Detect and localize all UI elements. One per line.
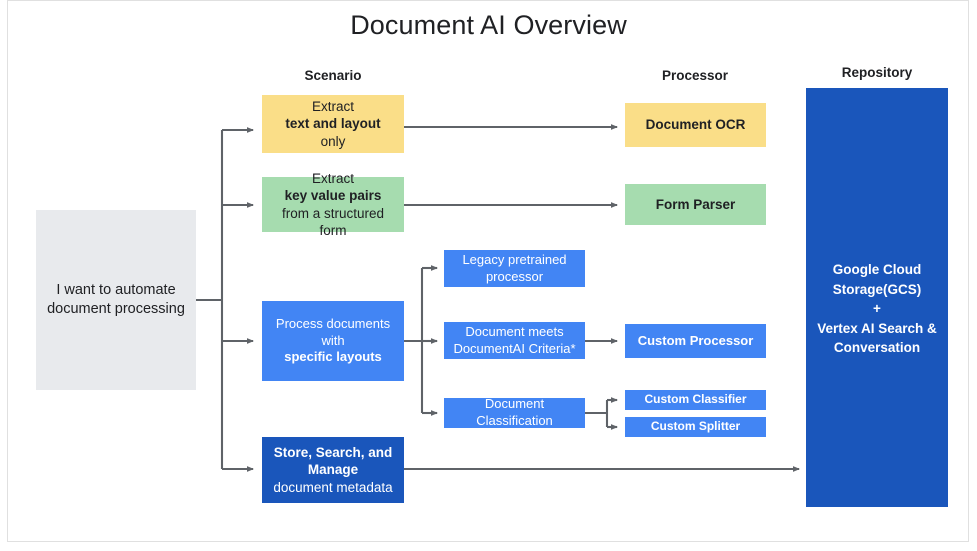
criteria-label: Document meets DocumentAI Criteria* [453,323,576,356]
scenario-text-pre: Extract [311,170,354,186]
processor-custom-processor[interactable]: Custom Processor [625,324,766,358]
processor-label: Custom Processor [637,332,754,348]
scenario-store-search-manage[interactable]: Store, Search, and Manage document metad… [262,437,404,503]
processor-label: Custom Classifier [644,392,747,407]
scenario-label: Extract text and layout only [285,98,380,150]
criteria-label: Document Classification [476,396,553,428]
column-header-processor: Processor [661,68,729,83]
scenario-text-bold: text and layout [285,116,381,132]
repository-line-5: Conversation [833,340,921,356]
scenario-text-pre: Extract [311,99,354,115]
scenario-extract-text-layout[interactable]: Extract text and layout only [262,95,404,153]
scenario-process-specific-layouts[interactable]: Process documents with specific layouts [262,301,404,381]
processor-document-ocr[interactable]: Document OCR [625,103,766,147]
scenario-text-bold: Store, Search, and Manage [273,445,393,478]
column-header-repository: Repository [841,65,913,80]
scenario-label: Extract key value pairs from a structure… [268,170,398,239]
criteria-document-meets-criteria[interactable]: Document meets DocumentAI Criteria* [444,322,585,359]
scenario-text-post: document metadata [273,479,393,495]
processor-label: Document OCR [645,117,746,133]
scenario-text-post: from a structured form [281,205,385,238]
repository-line-3: + [873,301,881,317]
repository-label: Google Cloud Storage(GCS) + Vertex AI Se… [817,90,937,358]
processor-form-parser[interactable]: Form Parser [625,184,766,225]
input-node-automate-document-processing[interactable]: I want to automate document processing [36,210,196,390]
repository-line-4: Vertex AI Search & [817,320,937,336]
column-header-scenario: Scenario [304,68,362,83]
criteria-legacy-pretrained-processor[interactable]: Legacy pretrained processor [444,250,585,287]
criteria-label: Legacy pretrained processor [462,251,567,284]
scenario-label: Store, Search, and Manage document metad… [268,444,398,496]
input-node-label: I want to automate document processing [47,282,185,317]
scenario-text-pre: Process documents with [275,316,391,348]
processor-label: Form Parser [655,196,736,212]
scenario-text-bold: specific layouts [284,349,382,365]
repository-line-1: Google Cloud [832,262,922,277]
repository-gcs-vertex[interactable]: Google Cloud Storage(GCS) + Vertex AI Se… [806,88,948,507]
scenario-text-post: only [320,133,346,149]
processor-custom-classifier[interactable]: Custom Classifier [625,390,766,410]
repository-line-2: Storage(GCS) [832,281,922,297]
scenario-extract-key-value-pairs[interactable]: Extract key value pairs from a structure… [262,171,404,238]
processor-custom-splitter[interactable]: Custom Splitter [625,417,766,437]
scenario-label: Process documents with specific layouts [268,316,398,366]
scenario-text-bold: key value pairs [284,188,382,204]
page-title: Document AI Overview [350,10,627,40]
criteria-document-classification[interactable]: Document Classification [444,396,585,428]
processor-label: Custom Splitter [650,419,741,434]
